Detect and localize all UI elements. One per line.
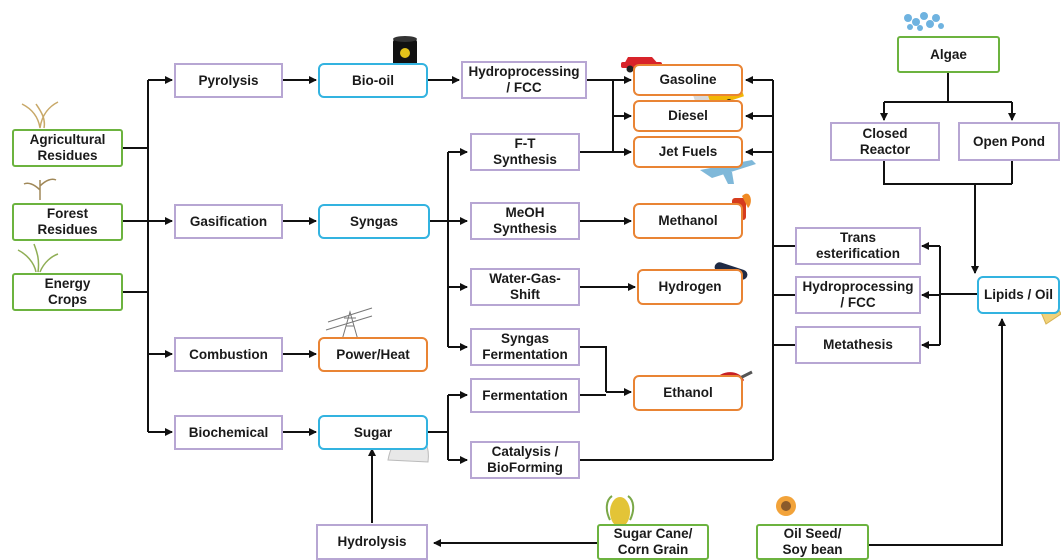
gasoline-node: Gasoline (633, 64, 743, 96)
lipids-oil-node: Lipids / Oil (977, 276, 1060, 314)
catalysis-bioforming-node: Catalysis / BioForming (470, 441, 580, 479)
hydroprocessing-fcc-2-node: Hydroprocessing / FCC (795, 276, 921, 314)
forest-residues-node: Forest Residues (12, 203, 123, 241)
combustion-node: Combustion (174, 337, 283, 372)
hydrogen-node: Hydrogen (637, 269, 743, 305)
closed-reactor-node: Closed Reactor (830, 122, 940, 161)
gasification-node: Gasification (174, 204, 283, 239)
plant-icon (17, 243, 59, 273)
oil-seed-node: Oil Seed/ Soy bean (756, 524, 869, 560)
hydrolysis-node: Hydrolysis (316, 524, 428, 560)
ethanol-node: Ethanol (633, 375, 743, 411)
open-pond-node: Open Pond (958, 122, 1060, 161)
algae-node: Algae (897, 36, 1000, 73)
energy-crops-node: Energy Crops (12, 273, 123, 311)
metathesis-node: Metathesis (795, 326, 921, 364)
syngas-node: Syngas (318, 204, 430, 239)
sugar-cane-node: Sugar Cane/ Corn Grain (597, 524, 709, 560)
corn-icon (605, 495, 635, 527)
fermentation-node: Fermentation (470, 378, 580, 413)
power-heat-node: Power/Heat (318, 337, 428, 372)
water-gas-shift-node: Water-Gas- Shift (470, 268, 580, 306)
plant-icon (23, 178, 57, 200)
agricultural-residues-node: Agricultural Residues (12, 129, 123, 167)
ft-synthesis-node: F-T Synthesis (470, 133, 580, 171)
trans-esterification-node: Trans esterification (795, 227, 921, 265)
sunflower-icon (776, 496, 796, 516)
plant-icon (21, 101, 59, 129)
transmission-tower-icon (325, 307, 373, 341)
biochemical-node: Biochemical (174, 415, 283, 450)
connector-lines (123, 73, 1016, 547)
diesel-node: Diesel (633, 100, 743, 132)
algae-bubbles-icon (904, 12, 944, 31)
bio-oil-node: Bio-oil (318, 63, 428, 98)
meoh-synthesis-node: MeOH Synthesis (470, 202, 580, 240)
syngas-fermentation-node: Syngas Fermentation (470, 328, 580, 366)
pyrolysis-node: Pyrolysis (174, 63, 283, 98)
hydroprocessing-fcc-node: Hydroprocessing / FCC (461, 61, 587, 99)
sugar-node: Sugar (318, 415, 428, 450)
methanol-node: Methanol (633, 203, 743, 239)
oil-barrel-icon (393, 36, 417, 69)
jet-fuels-node: Jet Fuels (633, 136, 743, 168)
